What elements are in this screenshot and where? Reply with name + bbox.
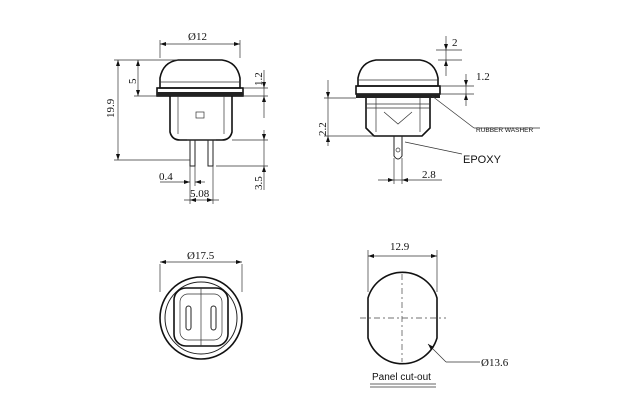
bottom-inner-ring <box>164 281 238 355</box>
side-body <box>365 98 431 137</box>
front-pin-left <box>189 139 196 167</box>
bottom-view: Ø17.5 <box>159 250 243 360</box>
side-washer <box>356 94 440 98</box>
cutout-dim-diameter: Ø13.6 <box>481 357 509 369</box>
front-dim-step: 1.2 <box>253 72 265 86</box>
front-cap <box>159 59 241 89</box>
cutout-title: Panel cut-out <box>372 372 431 383</box>
side-view: 2 1.2 RUBBER WASHER 2.2 EPOXY 2.8 <box>317 36 540 184</box>
front-washer <box>157 92 243 96</box>
front-dim-pin-pitch: 5.08 <box>190 188 210 200</box>
bottom-pin-left <box>185 305 192 331</box>
side-label-epoxy: EPOXY <box>463 154 502 166</box>
front-view: Ø12 19.9 5 1.2 3.5 0.4 5.08 <box>105 31 268 204</box>
side-pin-hole <box>395 147 401 153</box>
cutout-dim-width: 12.9 <box>390 241 410 253</box>
side-dim-top-offset: 2 <box>452 37 458 49</box>
front-dim-cap-height: 5 <box>127 78 139 84</box>
side-cap <box>357 59 439 87</box>
front-dim-pin-height: 3.5 <box>253 176 265 190</box>
front-dim-height: 19.9 <box>105 98 117 118</box>
front-dim-diameter: Ø12 <box>188 31 207 43</box>
side-dim-pin-width: 2.8 <box>422 169 436 181</box>
cutout-view: 12.9 Ø13.6 Panel cut-out <box>360 241 509 388</box>
front-dim-pin-thickness: 0.4 <box>159 171 173 183</box>
cutout-shape <box>367 271 438 365</box>
front-pin-right <box>207 139 214 167</box>
bottom-outer-ring <box>159 276 243 360</box>
front-body-mark <box>195 111 205 119</box>
side-dim-washer-step: 1.2 <box>476 71 490 83</box>
bottom-pin-right <box>210 305 217 331</box>
bottom-dim-diameter: Ø17.5 <box>187 250 215 262</box>
side-dim-body-height: 2.2 <box>317 122 329 136</box>
side-flange <box>355 85 441 95</box>
side-pin <box>393 136 403 160</box>
side-label-rubber-washer: RUBBER WASHER <box>476 127 533 134</box>
